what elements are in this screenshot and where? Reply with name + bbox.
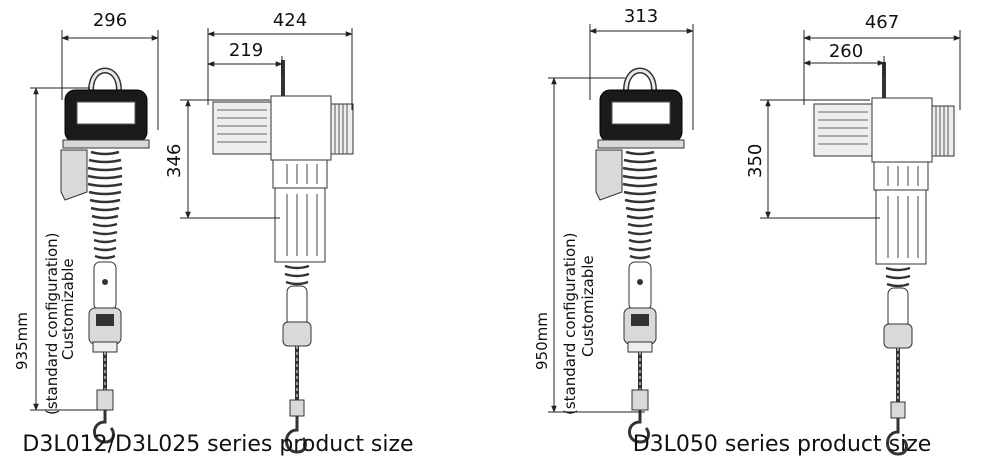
left-side-offset-label: 219 — [229, 40, 263, 61]
right-side-offset-label: 260 — [829, 41, 863, 62]
left-config-note: (standard configuration) — [43, 232, 61, 415]
right-custom-note: Customizable — [579, 255, 597, 357]
left-front-width-label: 296 — [93, 10, 127, 31]
right-caption: D3L050 series product size — [633, 432, 932, 457]
left-side-height-label: 346 — [164, 144, 185, 178]
left-custom-note: Customizable — [59, 258, 77, 360]
left-front-hoist-drawing — [61, 71, 149, 443]
right-side-height-label: 350 — [745, 144, 766, 178]
right-side-width-label: 467 — [865, 12, 899, 33]
left-total-height-label: 935mm — [13, 312, 31, 370]
right-product-group: 313 950mm (standard configuration) Custo… — [533, 6, 961, 457]
right-config-note: (standard configuration) — [561, 232, 579, 415]
left-caption: D3L012/D3L025 series product size — [22, 432, 413, 457]
left-side-width-label: 424 — [273, 10, 307, 31]
right-total-height-label: 950mm — [533, 312, 551, 370]
left-product-group: 296 935mm (standard configuration) Custo… — [13, 10, 414, 457]
right-front-width-label: 313 — [624, 6, 658, 27]
left-side-hoist-drawing — [211, 58, 355, 454]
right-front-hoist-drawing — [596, 71, 684, 443]
right-side-hoist-drawing — [812, 60, 956, 456]
